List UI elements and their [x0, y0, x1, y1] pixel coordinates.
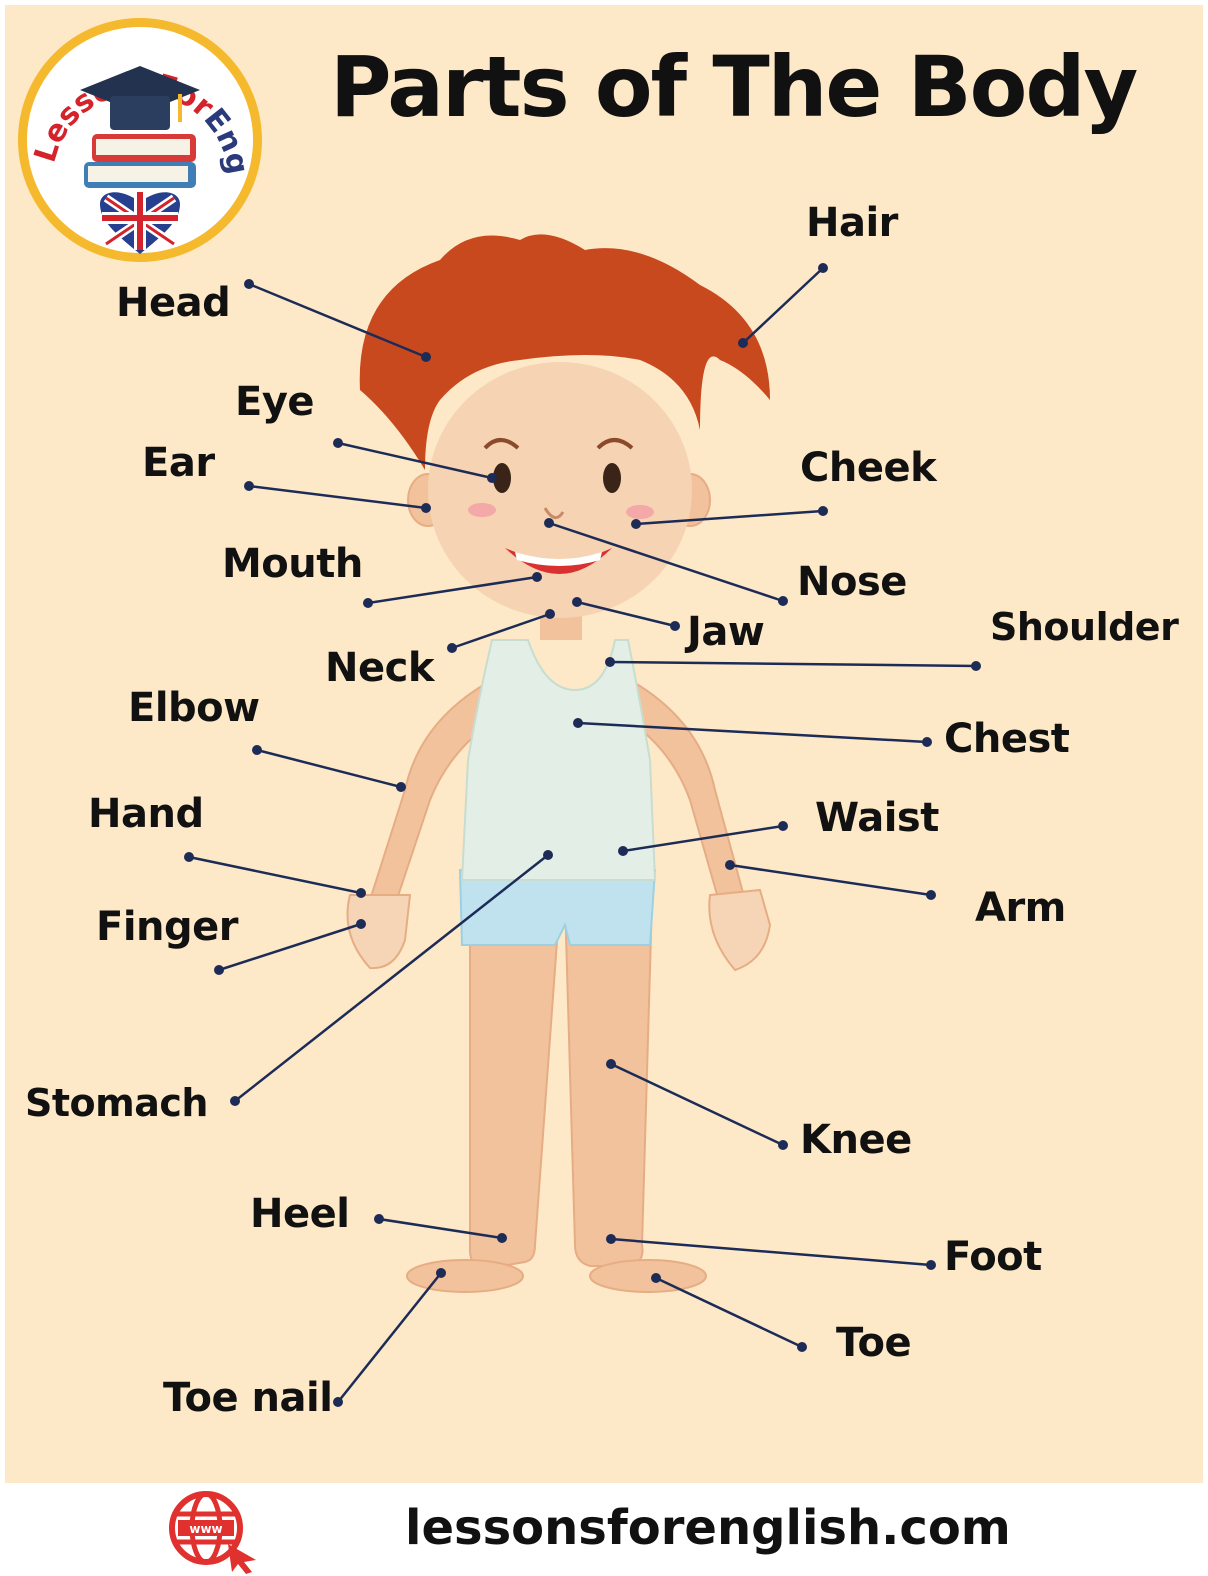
label-toe: Toe — [836, 1323, 911, 1363]
label-head: Head — [116, 283, 230, 323]
label-toe-nail: Toe nail — [163, 1378, 332, 1418]
callout-eye — [333, 438, 497, 483]
label-neck: Neck — [325, 648, 434, 688]
callout-mouth — [363, 572, 542, 608]
label-knee: Knee — [800, 1120, 912, 1160]
callout-ear — [244, 481, 431, 513]
callout-stomach — [230, 850, 553, 1106]
callout-cheek — [631, 506, 828, 529]
callout-arm — [725, 860, 936, 900]
label-cheek: Cheek — [800, 448, 936, 488]
callout-elbow — [252, 745, 406, 792]
label-elbow: Elbow — [128, 688, 260, 728]
callout-waist — [618, 821, 788, 856]
label-arm: Arm — [975, 888, 1066, 928]
callout-toe — [651, 1273, 807, 1352]
label-shoulder: Shoulder — [990, 608, 1178, 646]
label-chest: Chest — [944, 719, 1069, 759]
callout-head — [244, 279, 431, 362]
label-stomach: Stomach — [25, 1084, 208, 1122]
label-heel: Heel — [250, 1194, 349, 1234]
svg-text:www: www — [189, 1522, 222, 1536]
label-hand: Hand — [88, 794, 204, 834]
callout-heel — [374, 1214, 507, 1243]
callout-foot — [606, 1234, 936, 1270]
label-hair: Hair — [806, 203, 898, 243]
label-eye: Eye — [235, 382, 314, 422]
callout-chest — [573, 718, 932, 747]
label-nose: Nose — [797, 562, 907, 602]
label-waist: Waist — [815, 798, 939, 838]
callout-toe-nail — [333, 1268, 446, 1407]
callout-shoulder — [605, 657, 981, 671]
callout-nose — [544, 518, 788, 606]
label-ear: Ear — [142, 443, 215, 483]
callout-hair — [738, 263, 828, 348]
callout-neck — [447, 609, 555, 653]
label-mouth: Mouth — [222, 544, 363, 584]
callout-jaw — [572, 597, 680, 631]
callout-knee — [606, 1059, 788, 1150]
label-finger: Finger — [96, 907, 238, 947]
label-jaw: Jaw — [687, 612, 764, 652]
footer-site-url[interactable]: lessonsforenglish.com — [405, 1500, 1011, 1556]
globe-www-icon: www — [166, 1484, 262, 1576]
callout-hand — [184, 852, 366, 898]
label-foot: Foot — [944, 1237, 1042, 1277]
